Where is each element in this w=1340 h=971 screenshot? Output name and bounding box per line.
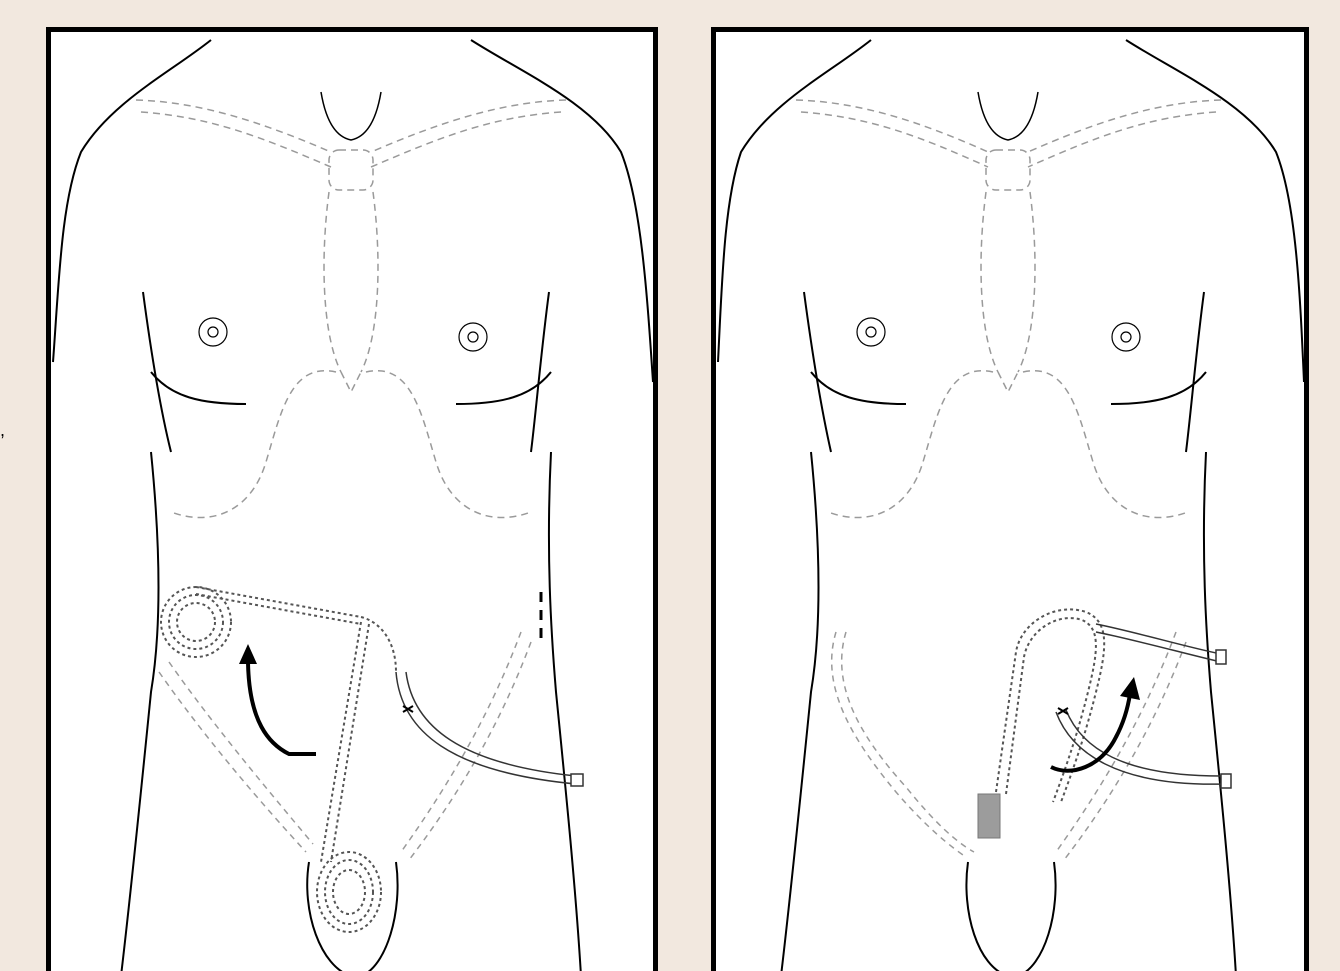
drainage-catheter-lower [1056,708,1231,788]
pectoral-lines [811,372,1206,404]
sternum [981,150,1035,392]
connector-tube [321,622,369,862]
panel-before [46,27,658,971]
pectoral-lines [151,372,551,404]
costal-margin [171,371,531,518]
coiled-tubing-scrotal [317,852,381,932]
tubing-loop [996,609,1104,802]
torso-outline [718,40,1304,971]
sternum [324,150,378,392]
direction-arrow [239,644,316,754]
torso-diagram-before [51,32,653,971]
edge-mark: , [0,420,5,441]
costal-margin [828,371,1188,518]
clavicles [796,100,1221,167]
inguinal-region [159,632,531,860]
neck-notch [978,92,1038,140]
inguinal-region [832,632,1186,860]
panel-after [711,27,1309,971]
clavicles [136,100,566,167]
neck-notch [321,92,381,140]
shunt-device [978,794,1000,838]
nipples [857,318,1140,351]
torso-diagram-after [716,32,1304,971]
nipples [199,318,487,351]
torso-outline [53,40,653,971]
